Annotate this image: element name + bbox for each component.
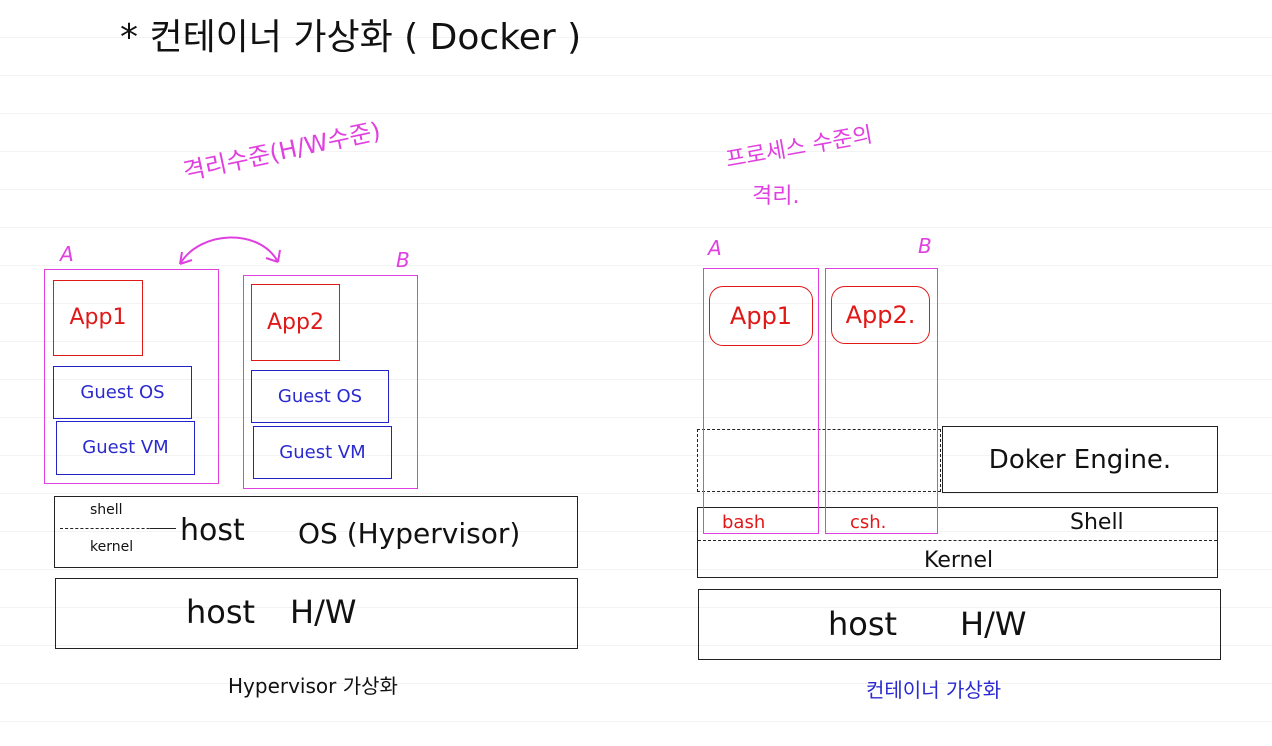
host-os-hypervisor-label: OS (Hypervisor)	[298, 517, 521, 550]
vm-a-guest-os-label: Guest OS	[80, 381, 165, 403]
vm-b-guest-vm-label: Guest VM	[279, 441, 366, 463]
host-hw-hw-label: H/W	[290, 593, 357, 631]
vm-a-guest-vm-box: Guest VM	[56, 421, 195, 475]
shell-kernel-divider	[60, 528, 170, 529]
docker-engine-span	[697, 429, 941, 492]
container-b-app-label: App2.	[845, 301, 916, 329]
container-a-label: A	[708, 236, 722, 260]
host-os-connector	[150, 528, 176, 529]
shell-kernel-box	[697, 507, 1218, 578]
host-hw-host-label: host	[186, 593, 256, 631]
shell-label: Shell	[1070, 510, 1124, 535]
container-host-hw-hw-label: H/W	[960, 605, 1027, 643]
container-b-app-box: App2.	[831, 286, 930, 344]
vm-a-guest-vm-label: Guest VM	[82, 437, 169, 458]
container-a-shell-label: bash	[722, 512, 766, 533]
vm-b-app-box: App2	[251, 284, 340, 361]
container-host-hw-box	[698, 589, 1221, 660]
vm-a-guest-os-box: Guest OS	[53, 366, 192, 419]
docker-engine-label: Doker Engine.	[988, 444, 1172, 475]
container-a-app-box: App1	[709, 286, 813, 346]
container-caption: 컨테이너 가상화	[866, 678, 1002, 702]
container-b-shell-label: csh.	[850, 512, 887, 533]
vm-b-app-label: App2	[267, 309, 324, 335]
host-os-shell-label: shell	[90, 502, 123, 518]
vm-a-app-box: App1	[53, 280, 143, 356]
vm-b-box	[243, 275, 418, 489]
page-title: * 컨테이너 가상화 ( Docker )	[120, 17, 582, 58]
shell-kernel-separator	[698, 540, 1217, 541]
host-os-box	[54, 496, 578, 568]
vm-a-label: A	[60, 242, 74, 266]
vm-a-box	[44, 269, 219, 484]
vm-b-guest-vm-box: Guest VM	[253, 426, 392, 479]
container-b-label: B	[918, 234, 932, 258]
vm-b-guest-os-label: Guest OS	[277, 385, 363, 407]
container-a-app-label: App1	[729, 302, 793, 330]
kernel-label: Kernel	[924, 548, 994, 573]
host-os-host-label: host	[180, 513, 245, 548]
isolation-arrow-icon	[179, 236, 281, 265]
docker-engine-box: Doker Engine.	[942, 426, 1218, 493]
process-isolation-annotation-line2: 격리.	[752, 184, 800, 209]
container-b-box	[825, 268, 938, 534]
container-host-hw-host-label: host	[828, 605, 898, 643]
vm-b-guest-os-box: Guest OS	[251, 370, 389, 423]
vm-b-label: B	[396, 248, 410, 272]
vm-a-app-label: App1	[69, 305, 127, 330]
hypervisor-caption: Hypervisor 가상화	[228, 674, 398, 698]
container-a-box	[703, 268, 819, 534]
host-hw-box	[55, 578, 578, 649]
host-os-kernel-label: kernel	[90, 539, 134, 555]
